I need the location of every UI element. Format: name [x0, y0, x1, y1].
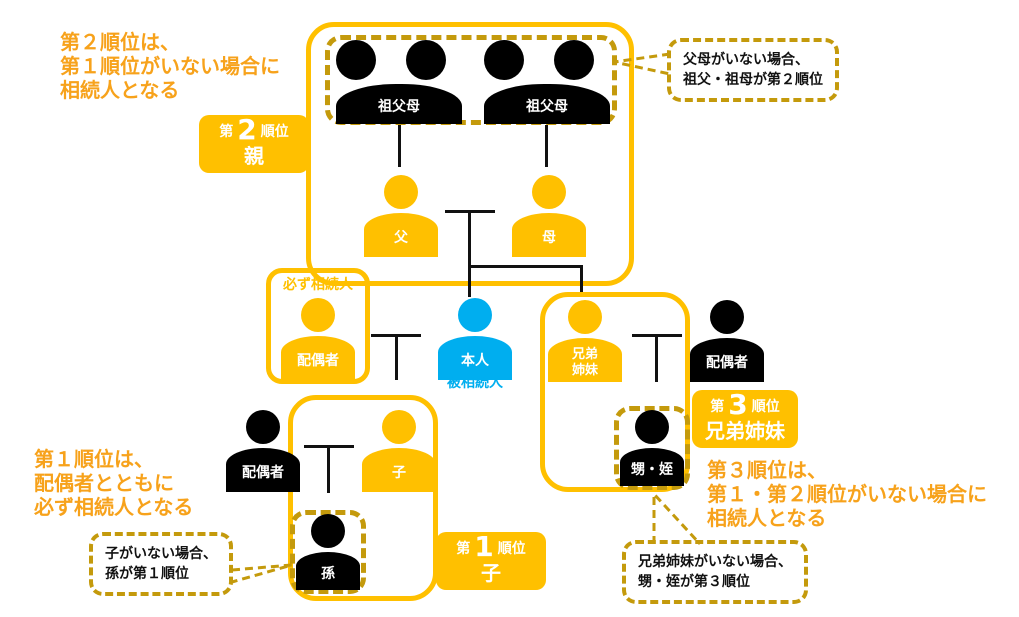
callout-pointer: [231, 563, 293, 584]
father-label: 父: [364, 213, 438, 257]
person-head-icon: [311, 514, 345, 548]
connector-line: [468, 265, 583, 268]
badge-prefix: 第: [710, 399, 725, 415]
connector-line: [395, 334, 398, 380]
nephew-dashed-group: [614, 406, 690, 490]
rank3-badge-label: 兄弟姉妹: [705, 419, 785, 443]
child-label: 子: [362, 448, 436, 492]
person-head-icon: [484, 40, 524, 80]
badge-number: 1: [474, 530, 494, 563]
badge-suffix: 順位: [260, 124, 289, 140]
grandparents-dashed-group: [325, 35, 617, 125]
connector-line: [655, 334, 658, 382]
mother-label: 母: [512, 213, 586, 257]
connector-line: [580, 265, 583, 293]
self: 本人: [438, 298, 512, 382]
rank2-badge-label: 親: [244, 144, 264, 168]
person-head-icon: [458, 298, 492, 332]
callout-pointer: [652, 490, 702, 546]
rank3-note: 第３順位は、 第１・第２順位がいない場合に 相続人となる: [707, 458, 987, 530]
grandparents-right-label: 祖父母: [484, 84, 610, 124]
badge-number: 3: [728, 388, 748, 421]
self-caption: 被相続人: [447, 375, 503, 391]
grandchild-dashed-group: [290, 510, 366, 594]
nephew-niece: 甥・姪: [620, 410, 684, 494]
grandparents-right: 祖父母: [484, 40, 634, 130]
sibling-spouse: 配偶者: [690, 300, 764, 384]
spouse-label: 配偶者: [281, 336, 355, 380]
rank3-group: [540, 292, 690, 492]
child: 子: [362, 410, 436, 494]
connector-line: [468, 210, 471, 265]
person-head-icon: [382, 410, 416, 444]
person-head-icon: [406, 40, 446, 80]
person-head-icon: [384, 175, 418, 209]
grandparents-left: 祖父母: [336, 40, 486, 130]
rank1-badge-label: 子: [481, 561, 501, 585]
nephew-callout: 兄弟姉妹がいない場合、 甥・姪が第３順位: [622, 540, 808, 604]
connector-line: [545, 125, 548, 167]
sibling-spouse-label: 配偶者: [690, 338, 764, 382]
callout-pointer: [613, 52, 671, 76]
connector-line: [398, 125, 401, 167]
sibling-label: 兄弟 姉妹: [548, 338, 622, 382]
person-head-icon: [532, 175, 566, 209]
spouse-group: [266, 268, 370, 384]
child-spouse-label: 配偶者: [226, 448, 300, 492]
grandparents-left-label: 祖父母: [336, 84, 462, 124]
nephew-niece-label: 甥・姪: [620, 448, 684, 486]
spouse: 配偶者: [281, 298, 355, 382]
child-spouse: 配偶者: [226, 410, 300, 494]
mother: 母: [512, 175, 586, 259]
person-head-icon: [301, 298, 335, 332]
person-head-icon: [246, 410, 280, 444]
connector-line: [468, 265, 471, 297]
badge-suffix: 順位: [751, 399, 780, 415]
spouse-caption: 必ず相続人: [283, 277, 353, 293]
person-head-icon: [554, 40, 594, 80]
rank1-note: 第１順位は、 配偶者とともに 必ず相続人となる: [34, 447, 194, 519]
person-head-icon: [568, 300, 602, 334]
person-head-icon: [336, 40, 376, 80]
person-head-icon: [635, 410, 669, 444]
badge-prefix: 第: [219, 124, 234, 140]
grandparents-callout: 父母がいない場合、 祖父・祖母が第２順位: [667, 38, 839, 102]
father: 父: [364, 175, 438, 259]
self-label: 本人: [438, 336, 512, 380]
grandchild-callout: 子がいない場合、 孫が第１順位: [89, 532, 233, 596]
sibling: 兄弟 姉妹: [548, 300, 622, 384]
badge-prefix: 第: [456, 541, 471, 557]
person-head-icon: [710, 300, 744, 334]
grandchild: 孫: [296, 514, 360, 598]
rank1-group: [288, 395, 438, 601]
rank2-note: 第２順位は、 第１順位がいない場合に 相続人となる: [60, 30, 280, 102]
grandchild-label: 孫: [296, 552, 360, 590]
connector-line: [327, 445, 330, 493]
badge-suffix: 順位: [497, 541, 526, 557]
badge-number: 2: [237, 113, 257, 146]
